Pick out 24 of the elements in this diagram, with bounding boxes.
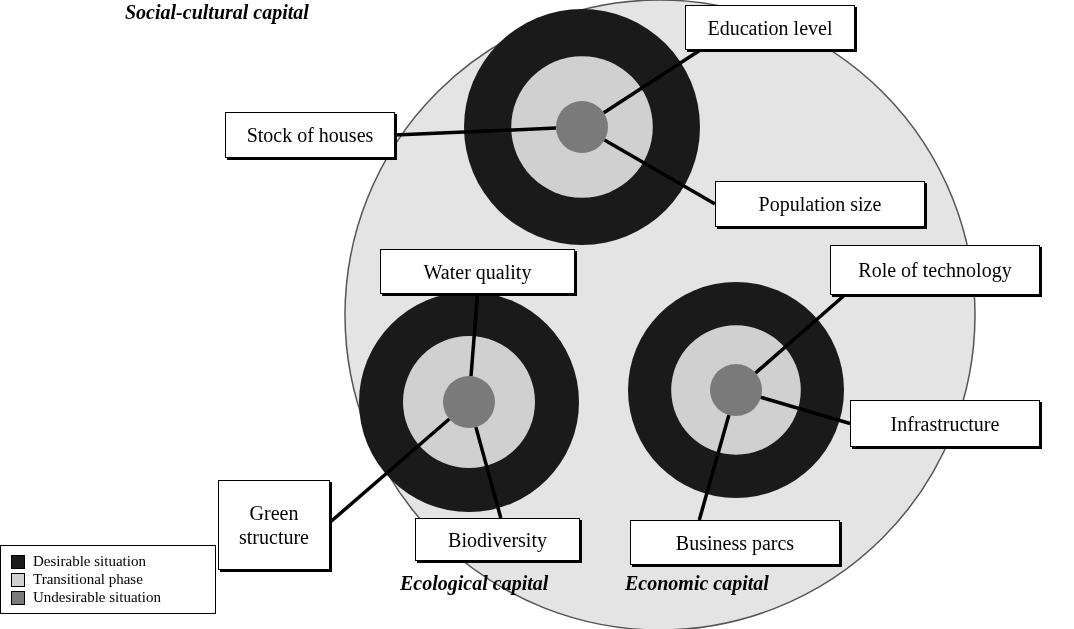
legend-text: Desirable situation xyxy=(33,553,146,570)
indicator-spoke xyxy=(603,138,716,206)
indicator-label: Water quality xyxy=(380,249,575,294)
indicator-spoke xyxy=(760,395,851,426)
capital-title: Social-cultural capital xyxy=(125,1,309,24)
indicator-label: Role of technology xyxy=(830,245,1040,295)
hub-circle xyxy=(556,101,608,153)
indicator-spoke xyxy=(474,426,503,519)
capital-title: Economic capital xyxy=(625,572,769,595)
capital-title: Ecological capital xyxy=(400,572,549,595)
indicator-label: Stock of houses xyxy=(225,112,395,158)
indicator-spoke xyxy=(394,126,557,137)
concentric-ring xyxy=(464,9,700,245)
indicator-label: Green structure xyxy=(218,480,330,570)
indicator-label: Infrastructure xyxy=(850,400,1040,447)
legend-text: Transitional phase xyxy=(33,571,143,588)
hub-circle xyxy=(710,364,762,416)
concentric-ring xyxy=(628,282,844,498)
indicator-label: Population size xyxy=(715,181,925,227)
legend-text: Undesirable situation xyxy=(33,589,161,606)
indicator-spoke xyxy=(469,293,480,377)
hub-circle xyxy=(443,376,495,428)
indicator-spoke xyxy=(697,414,731,521)
indicator-label: Business parcs xyxy=(630,520,840,565)
